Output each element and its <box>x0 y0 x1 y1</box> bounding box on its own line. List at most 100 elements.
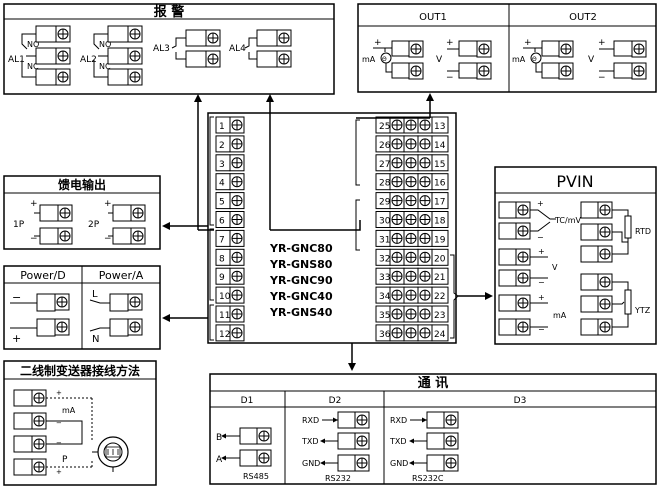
d2-rs232-label: RS232 <box>325 474 351 483</box>
plus-sign: + <box>446 38 454 48</box>
screw-pvin-21-icon <box>515 248 531 266</box>
minus-sign: − <box>104 234 112 244</box>
plus-sign: + <box>524 38 532 48</box>
minus-sign: − <box>538 325 545 334</box>
feed-2p-label: 2P <box>88 220 100 230</box>
screw-d1-35-icon <box>256 449 272 467</box>
left-screw-4-icon <box>229 173 245 191</box>
screw-5-icon <box>127 47 143 65</box>
right-screw-17-icon <box>417 192 433 210</box>
feed-1p-label: 1P <box>13 220 25 230</box>
ytz-potentiometer-icon <box>612 281 632 328</box>
screw-pvin-23b-icon <box>597 295 613 313</box>
comm-title: 通 讯 <box>418 375 449 391</box>
right-term-16: 16 <box>434 179 446 189</box>
right-screw-19-icon <box>417 229 433 247</box>
left-term-7: 7 <box>219 235 225 245</box>
mid-screw-34-icon <box>389 286 405 304</box>
out1-ma-label: mA <box>362 55 376 64</box>
screw-tw-7-icon <box>31 458 47 476</box>
mid2-screw-26-icon <box>403 135 419 153</box>
right-term-13: 13 <box>434 122 445 132</box>
right-screw-18-icon <box>417 211 433 228</box>
model-name: YR-GNS80 <box>269 258 333 271</box>
out2-title: OUT2 <box>569 12 597 23</box>
out2-v-label: V <box>588 55 595 65</box>
pvin-ytz-label: YTZ <box>634 306 651 315</box>
mid2-screw-27-icon <box>403 154 419 172</box>
power-panel: Power/D Power/A − + 11 12 L N 11 12 <box>3 265 161 350</box>
comm-d3: D3 <box>514 396 527 406</box>
mid-term-25: 25 <box>379 122 390 132</box>
left-screw-3-icon <box>229 154 245 172</box>
left-screw-5-icon <box>229 192 245 210</box>
power-d-title: Power/D <box>20 269 65 282</box>
right-term-18: 18 <box>434 217 446 227</box>
comm-d2: D2 <box>329 396 342 406</box>
screw-2-icon <box>55 47 71 65</box>
d2-txd-label: TXD <box>301 437 319 446</box>
plus-sign: + <box>537 199 544 208</box>
alarm-al2: AL2 NO NC 4 5 6 <box>80 25 143 86</box>
d3-rxd-label: RXD <box>390 416 407 425</box>
screw-out2-27b-icon <box>631 40 647 58</box>
screw-d3-34-icon <box>443 411 459 429</box>
minus-sign: − <box>56 419 62 427</box>
screw-out1-26b-icon <box>476 62 492 80</box>
minus-sign: − <box>538 278 545 287</box>
left-screw-9-icon <box>229 267 245 285</box>
screw-out1-26-icon <box>408 62 424 80</box>
mid-screw-30-icon <box>389 211 405 228</box>
minus-sign: − <box>537 233 544 242</box>
screw-feed-10-icon <box>130 227 146 245</box>
mid-term-31: 31 <box>379 235 390 245</box>
pvin-ma-label: mA <box>553 311 567 320</box>
d3-rs232c-label: RS232C <box>412 474 444 483</box>
screw-feed-8-icon <box>57 227 73 245</box>
d1-rs485-label: RS485 <box>243 472 269 481</box>
mid2-screw-28-icon <box>403 173 419 191</box>
model-name: YR-GNC40 <box>269 290 333 303</box>
right-term-23: 23 <box>434 311 445 321</box>
model-name: YR-GNC80 <box>269 242 333 255</box>
right-term-15: 15 <box>434 160 445 170</box>
minus-sign: − <box>56 439 62 447</box>
al4-label: AL4 <box>229 44 246 54</box>
d1-b-label: B <box>216 433 222 443</box>
right-screw-22-icon <box>417 286 433 304</box>
transmitter-icon <box>92 436 129 472</box>
screw-tw-8-icon <box>31 435 47 453</box>
feed-output-panel: 馈电输出 1P + − 7 8 2P + − 9 10 <box>3 175 161 250</box>
left-term-2: 2 <box>219 141 225 151</box>
screw-29-icon <box>205 29 221 47</box>
right-term-19: 19 <box>434 235 446 245</box>
screw-feed-7-icon <box>57 204 73 222</box>
comm-d1: D1 <box>241 396 254 406</box>
screw-3-icon <box>55 68 71 86</box>
power-a-title: Power/A <box>99 269 144 282</box>
mid2-screw-31-icon <box>403 229 419 247</box>
screw-pvin-24b-icon <box>515 269 531 287</box>
mid-term-29: 29 <box>379 198 391 208</box>
mid-term-33: 33 <box>379 273 390 283</box>
screw-d2-34-icon <box>354 411 370 429</box>
feed-title: 馈电输出 <box>58 177 106 192</box>
mid-term-35: 35 <box>379 311 390 321</box>
plus-sign: + <box>56 468 62 476</box>
screw-pvin-24rb-icon <box>597 318 613 336</box>
current-source-icon: Θ <box>532 56 537 63</box>
out1-v-label: V <box>436 55 443 65</box>
mid-screw-35-icon <box>389 305 405 323</box>
pvin-title: PVIN <box>556 172 593 191</box>
rtd-resistor-icon <box>612 209 632 255</box>
model-name: YR-GNC90 <box>269 274 333 287</box>
plus-sign: + <box>30 199 38 209</box>
mid2-screw-25-icon <box>403 116 419 134</box>
minus-sign: − <box>446 73 454 83</box>
screw-pvin-23a-icon <box>515 201 531 219</box>
pvin-panel: PVIN 23 24 21 24 20 24 + − TC/mV + − V +… <box>494 166 657 345</box>
right-screw-21-icon <box>417 267 433 285</box>
